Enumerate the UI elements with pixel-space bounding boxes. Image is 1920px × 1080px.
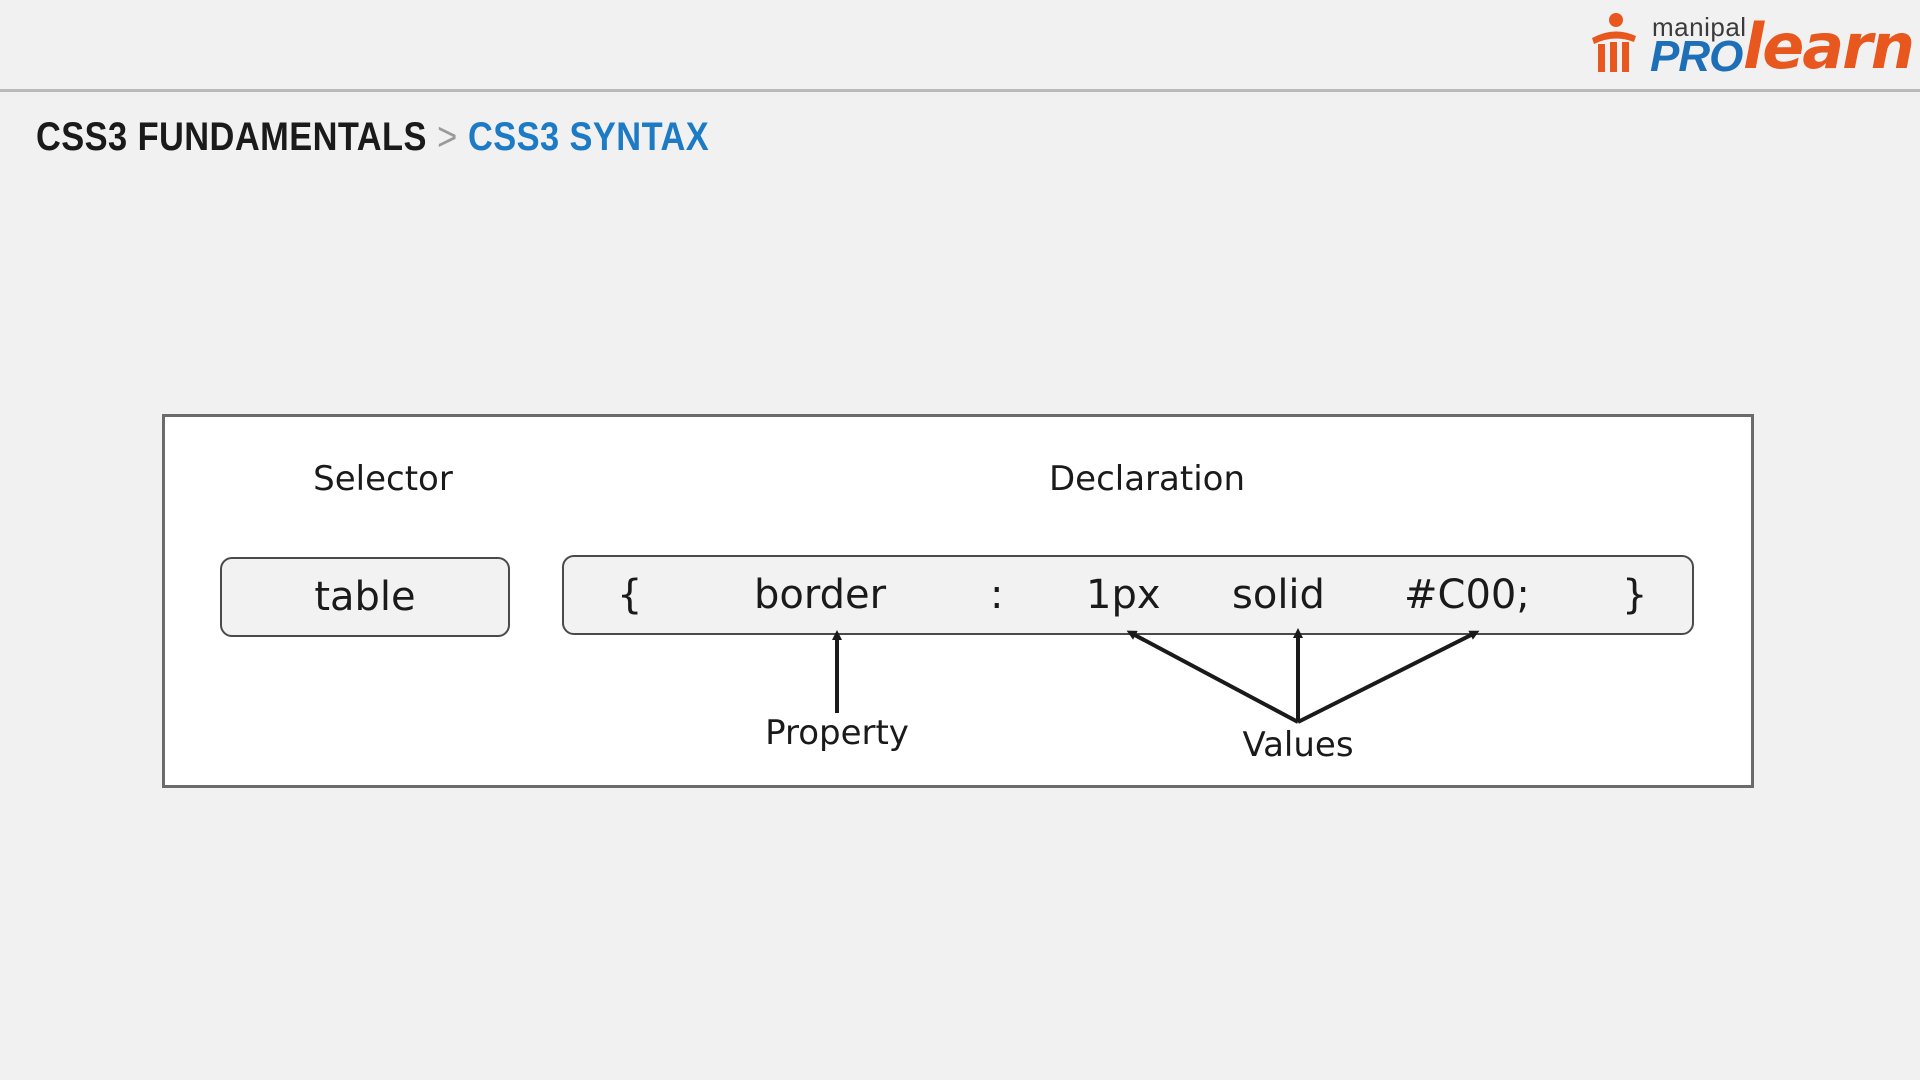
value-token-3: #C00;: [1404, 572, 1530, 618]
selector-text: table: [314, 574, 416, 620]
logo-manipal-text: manipal: [1652, 12, 1747, 42]
property-token: border: [754, 572, 887, 618]
logo-learn-text: learn: [1743, 10, 1915, 83]
css-syntax-diagram: Selector Declaration table { border : 1p…: [162, 414, 1754, 788]
close-brace: }: [1622, 572, 1648, 618]
value-arrow-3: [1297, 630, 1480, 724]
values-caption: Values: [1242, 725, 1354, 765]
value-arrow-1: [1126, 630, 1299, 724]
breadcrumb: CSS3 FUNDAMENTALS>CSS3 SYNTAX: [36, 112, 709, 162]
selector-heading: Selector: [313, 459, 453, 499]
manipal-prolearn-logo: manipal PRO learn: [1588, 12, 1915, 81]
breadcrumb-parent: CSS3 FUNDAMENTALS: [36, 115, 427, 159]
header-divider: [0, 89, 1920, 92]
diagram-arrows: [832, 628, 1480, 724]
property-caption: Property: [765, 713, 909, 753]
selector-box: table: [220, 557, 510, 637]
breadcrumb-current: CSS3 SYNTAX: [467, 115, 710, 159]
logo-pro-text: PRO: [1650, 32, 1743, 81]
declaration-heading: Declaration: [1048, 459, 1245, 499]
logo-figure-icon: [1592, 13, 1636, 72]
value-token-2: solid: [1232, 572, 1325, 618]
open-brace: {: [617, 572, 643, 618]
colon-token: :: [990, 572, 1004, 618]
breadcrumb-separator: >: [437, 115, 458, 159]
value-token-1: 1px: [1086, 572, 1161, 618]
